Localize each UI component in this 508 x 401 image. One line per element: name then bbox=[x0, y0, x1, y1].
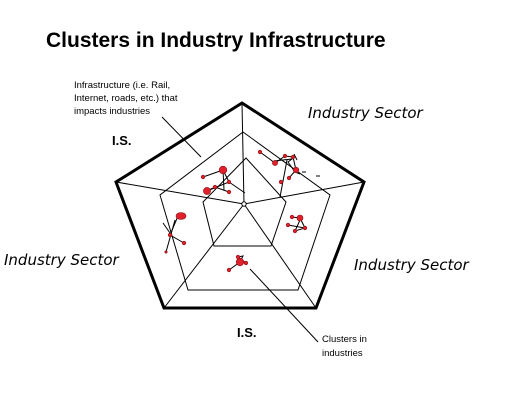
annotation-clusters-line-1: Clusters in bbox=[322, 334, 367, 345]
cluster-left bbox=[164, 212, 187, 254]
cluster-right bbox=[285, 214, 308, 234]
annotation-infrastructure: Infrastructure (i.e. Rail, Internet, roa… bbox=[74, 80, 202, 158]
annotation-clusters-leader bbox=[249, 268, 319, 343]
cluster-nodes bbox=[164, 149, 308, 273]
annotation-clusters: Clusters in industries bbox=[249, 268, 367, 359]
inner-pentagon bbox=[202, 157, 287, 247]
label-industry-sector-top-right: Industry Sector bbox=[308, 104, 424, 122]
label-industry-sector-left: Industry Sector bbox=[4, 251, 120, 269]
diagram-title: Clusters in Industry Infrastructure bbox=[46, 29, 386, 52]
infrastructure-spokes bbox=[115, 102, 365, 309]
label-is-bottom: I.S. bbox=[237, 325, 257, 340]
label-is-top-left: I.S. bbox=[112, 133, 132, 148]
pentagon-frame bbox=[114, 101, 366, 310]
outer-pentagon bbox=[114, 101, 366, 310]
annotation-infrastructure-line-2: Internet, roads, etc.) that bbox=[74, 93, 178, 104]
annotation-infrastructure-line-3: impacts industries bbox=[74, 106, 150, 117]
cluster-bottom bbox=[226, 254, 249, 273]
annotation-infrastructure-leader bbox=[161, 116, 202, 158]
center-node bbox=[241, 201, 247, 207]
annotation-clusters-line-2: industries bbox=[322, 348, 363, 359]
tick-marks bbox=[302, 171, 320, 177]
label-industry-sector-right: Industry Sector bbox=[354, 256, 470, 274]
middle-pentagon bbox=[159, 131, 331, 291]
annotation-infrastructure-line-1: Infrastructure (i.e. Rail, bbox=[74, 80, 170, 91]
cluster-top-right bbox=[257, 149, 300, 185]
cluster-upper-left bbox=[200, 165, 232, 195]
